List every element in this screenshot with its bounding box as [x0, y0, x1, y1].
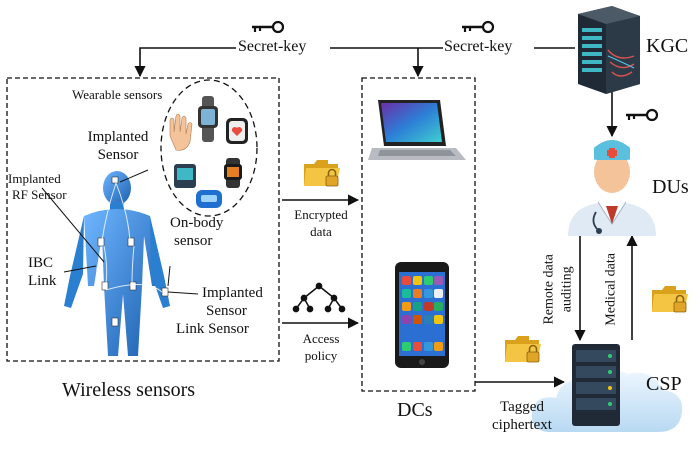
heart-watch-icon	[226, 118, 248, 144]
implanted-sensor-top-label-2: Sensor	[97, 147, 139, 163]
ibc-label-1: IBC	[28, 255, 54, 271]
folder-lock-icon	[504, 335, 542, 363]
dcs-box	[361, 77, 476, 392]
dcs-label: DCs	[397, 399, 433, 421]
implanted-sensor-bottom-label-1: Implanted	[202, 285, 263, 301]
implanted-rf-label-1: Implanted	[8, 171, 61, 186]
access-policy-label-2: policy	[304, 348, 338, 363]
remote-auditing-label-2: auditing	[559, 266, 575, 313]
laptop-icon	[368, 100, 466, 160]
wearable-ellipse	[160, 79, 258, 217]
wireless-sensors-box	[6, 77, 280, 362]
encrypted-data-label-2: data	[310, 224, 332, 239]
remote-auditing-label-1: Remote data	[541, 254, 557, 325]
server-rack-icon	[578, 6, 640, 94]
access-policy-label-1: Access	[302, 331, 340, 346]
on-body-label-2: sensor	[174, 233, 213, 249]
ibc-label-2: Link	[28, 273, 57, 289]
cloud-server-icon	[531, 344, 683, 432]
secret-key-arrow-left	[134, 47, 236, 78]
access-tree-icon	[292, 282, 346, 313]
digital-watch-icon	[224, 158, 242, 188]
band-icon	[196, 190, 222, 208]
secret-key-label-right: Secret-key	[444, 38, 513, 55]
human-body-icon: (( ((	[64, 171, 170, 356]
link-sensor-label: Link Sensor	[176, 321, 249, 337]
dus-label: DUs	[652, 176, 689, 198]
implanted-bottom-pointer	[167, 291, 199, 295]
tagged-ciphertext-label-1: Tagged	[500, 399, 544, 415]
smartphone-icon	[395, 262, 449, 368]
folder-lock-icon	[303, 159, 341, 187]
encrypted-data-label-1: Encrypted	[294, 207, 348, 222]
wearable-devices	[169, 96, 248, 208]
smart-glove-icon	[169, 113, 193, 151]
tagged-ciphertext-label-2: ciphertext	[492, 417, 552, 433]
implanted-sensor-top-label-1: Implanted	[87, 129, 149, 145]
tracker-icon	[174, 164, 196, 188]
watch-icon	[198, 96, 218, 142]
svg-text:((: ((	[92, 314, 98, 324]
kgc-label: KGC	[646, 35, 689, 57]
onbody-pointer	[167, 265, 171, 287]
key-icon	[250, 20, 285, 34]
doctor-icon	[568, 140, 656, 236]
implanted-rf-label-2: RF Sensor	[12, 187, 67, 202]
svg-text:((: ((	[96, 264, 102, 274]
ibc-pointer	[63, 265, 97, 273]
implanted-sensor-bottom-label-2: Sensor	[206, 303, 247, 319]
wearable-sensors-label: Wearable sensors	[72, 87, 163, 102]
key-icon	[460, 20, 495, 34]
secret-key-label-left: Secret-key	[238, 38, 307, 55]
implanted-top-pointer	[119, 169, 149, 183]
on-body-label-1: On-body	[170, 215, 224, 231]
key-icon	[624, 108, 659, 122]
rf-sensor-pointer	[41, 187, 105, 263]
wireless-sensors-title: Wireless sensors	[62, 379, 196, 401]
folder-lock-icon	[651, 285, 689, 313]
medical-data-label: Medical data	[603, 253, 619, 326]
csp-label: CSP	[646, 373, 682, 395]
